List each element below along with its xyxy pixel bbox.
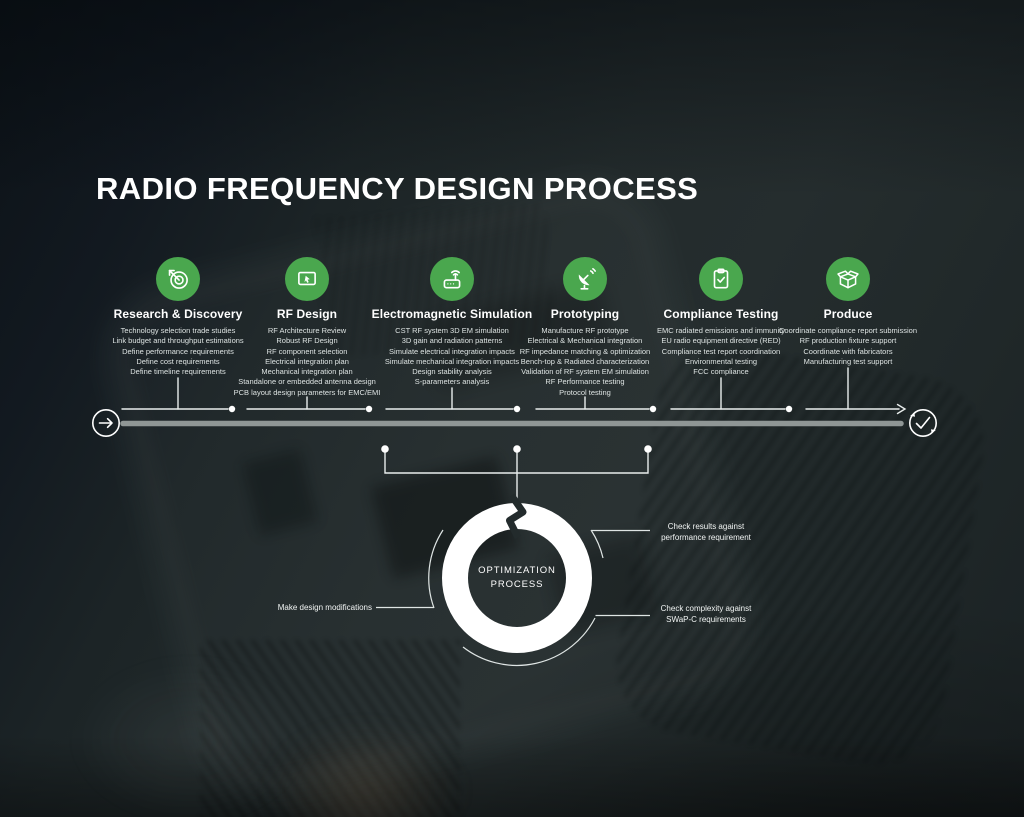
stage-title: Prototyping [550, 307, 620, 321]
stage-list-item: Manufacturing test support [803, 356, 893, 366]
stage-list-item: Simulate mechanical integration impacts [384, 356, 520, 366]
stage-list-item: Bench-top & Radiated characterization [520, 356, 650, 366]
stage-list-item: PCB layout design parameters for EMC/EMI [233, 387, 381, 397]
clipboard-check-icon [699, 257, 743, 301]
stage-list-item: RF Performance testing [545, 377, 625, 387]
stage-list-item: Environmental testing [684, 356, 758, 366]
stage-list-item: RF impedance matching & optimization [519, 346, 651, 356]
page-title: RADIO FREQUENCY DESIGN PROCESS [96, 171, 699, 206]
stage-list-item: Robust RF Design [276, 336, 338, 346]
stage-compliance-testing: Compliance Testing EMC radiated emission… [631, 257, 811, 377]
stage-title: RF Design [276, 307, 338, 321]
target-icon [156, 257, 200, 301]
stage-list-item: Technology selection trade studies [120, 326, 236, 335]
background-finger-blur [230, 700, 500, 817]
background-coil-stripes [200, 640, 460, 817]
stage-list-item: Define performance requirements [122, 346, 234, 356]
stage-list-item: Protocol testing [559, 387, 611, 397]
stage-list-item: Electrical & Mechanical integration [527, 336, 643, 346]
stage-list-item: EMC radiated emissions and immunity [657, 326, 785, 335]
stage-list-item: RF component selection [266, 346, 348, 356]
stage-list-item: Link budget and throughput estimations [112, 336, 244, 346]
background-glow [30, 630, 350, 817]
monitor-cursor-icon [285, 257, 329, 301]
stage-list-item: 3D gain and radiation patterns [401, 336, 503, 346]
stage-list-item: Coordinate with fabricators [803, 346, 893, 356]
stage-list-item: CST RF system 3D EM simulation [395, 326, 509, 335]
optimization-label-make-modifications: Make design modifications [277, 603, 372, 612]
stage-title: Electromagnetic Simulation [371, 307, 533, 321]
stage-list-item: Electrical integration plan [265, 356, 349, 366]
stage-list-item: Manufacture RF prototype [541, 326, 629, 335]
stage-list-item: RF Architecture Review [267, 326, 347, 335]
optimization-label-check-complexity: Check complexity against SWaP-C requirem… [660, 604, 752, 624]
stage-title: Compliance Testing [663, 307, 779, 321]
stage-title: Research & Discovery [113, 307, 243, 321]
stage-list-item: Coordinate compliance report submission [779, 326, 917, 335]
satellite-dish-icon [563, 257, 607, 301]
stage-produce: Produce Coordinate compliance report sub… [758, 257, 938, 367]
stage-list-item: Compliance test report coordination [661, 346, 781, 356]
optimization-process-label: OPTIMIZATION PROCESS [478, 565, 556, 590]
open-box-icon [826, 257, 870, 301]
stage-title: Produce [823, 307, 873, 321]
optimization-label-check-results: Check results against performance requir… [661, 522, 751, 542]
background-coil-stripes [606, 336, 994, 774]
stage-list-item: RF production fixture support [799, 336, 897, 346]
stage-list-item: Define cost requirements [136, 356, 220, 366]
stage-list-item: Simulate electrical integration impacts [389, 346, 515, 356]
stage-list-item: EU radio equipment directive (RED) [661, 336, 781, 346]
stage-list-item: FCC compliance [693, 367, 749, 377]
router-antenna-icon [430, 257, 474, 301]
